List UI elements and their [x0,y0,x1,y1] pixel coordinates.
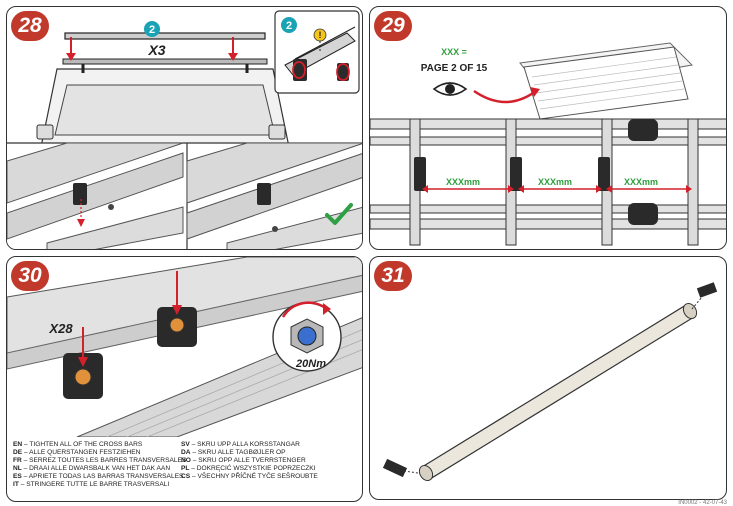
callout-number: 2 [149,24,155,36]
instruction-it: IT – STRINGERE TUTTE LE BARRE TRASVERSAL… [13,480,170,488]
checkmark-icon [325,203,353,225]
step-number-31: 31 [374,261,412,291]
step-31-panel: 31 [369,256,727,500]
dimension-label-1: XXXmm [446,177,480,187]
step-30-illustration: X28 20Nm [7,257,362,437]
instruction-en: EN – TIGHTEN ALL OF THE CROSS BARS [13,441,143,448]
quantity-label-30: X28 [48,321,73,336]
instruction-cs: CS – VŠECHNY PŘÍČNÉ TYČE SEŠROUBTE [181,472,318,480]
step-31-illustration [382,282,718,482]
dimension-label-2: XXXmm [538,177,572,187]
instruction-pl: PL – DOKRĘCIĆ WSZYSTKIE POPRZECZKI [181,464,316,472]
inset-callout-number: 2 [286,20,292,32]
instruction-no: NO – SKRU OPP ALLE TVERRSTENGER [181,456,306,464]
instruction-de: DE – ALLE QUERSTANGEN FESTZIEHEN [13,448,141,456]
torque-label: 20Nm [295,358,326,370]
instructions-right: SV – SKRU UPP ALLA KORSSTANGAR DA – SKRU… [181,441,318,481]
step-29-panel: XXXmm XXXmm XXXmm XXX = PAGE 2 OF 15 29 [369,6,727,250]
rotation-arrow-icon [281,301,328,318]
instruction-nl: NL – DRAAI ALLE DWARSBALK VAN HET DAK AA… [13,464,171,472]
footer-code: IN0002 - 42-07-43 [678,500,727,506]
dimension-label-3: XXXmm [624,177,658,187]
quantity-label: X3 [147,42,165,58]
instruction-da: DA – SKRU ALLE TAGBØJLER OP [181,448,286,456]
step-29-illustration: XXXmm XXXmm XXXmm XXX = PAGE 2 OF 15 [370,42,726,246]
instruction-sv: SV – SKRU UPP ALLA KORSSTANGAR [181,441,300,448]
instruction-fr: FR – SERREZ TOUTES LES BARRES TRANSVERSA… [13,456,187,464]
step-number-29: 29 [374,11,412,41]
step-28-illustration: 2 X3 2 ! [7,10,362,249]
instructions-left: EN – TIGHTEN ALL OF THE CROSS BARS DE – … [13,441,186,488]
step-30-panel: X28 20Nm 30 EN – TIGHTEN ALL OF THE CROS… [6,256,363,502]
warning-icon: ! [319,30,322,40]
instruction-es: ES – APRIETE TODAS LAS BARRAS TRANSVERSA… [13,472,184,480]
step-28-panel: 2 X3 2 ! 28 [6,6,363,250]
page-reference: PAGE 2 OF 15 [421,63,488,74]
xxx-label: XXX = [441,47,467,57]
step-number-28: 28 [11,11,49,41]
step-number-30: 30 [11,261,49,291]
